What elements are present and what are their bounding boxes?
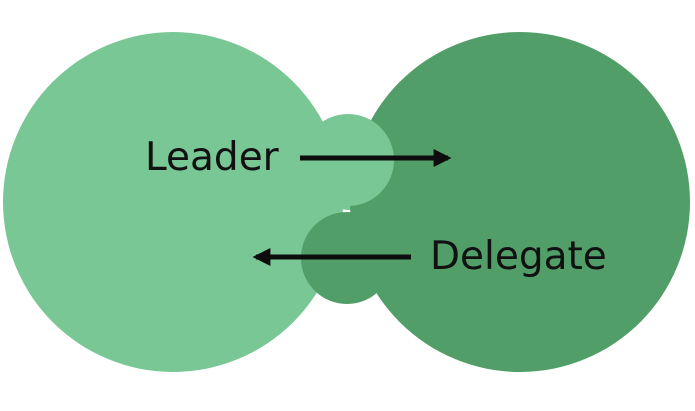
delegate-circle <box>350 32 690 372</box>
leader-label: Leader <box>145 135 280 180</box>
delegate-label: Delegate <box>430 234 607 279</box>
leader-circle <box>3 32 343 372</box>
